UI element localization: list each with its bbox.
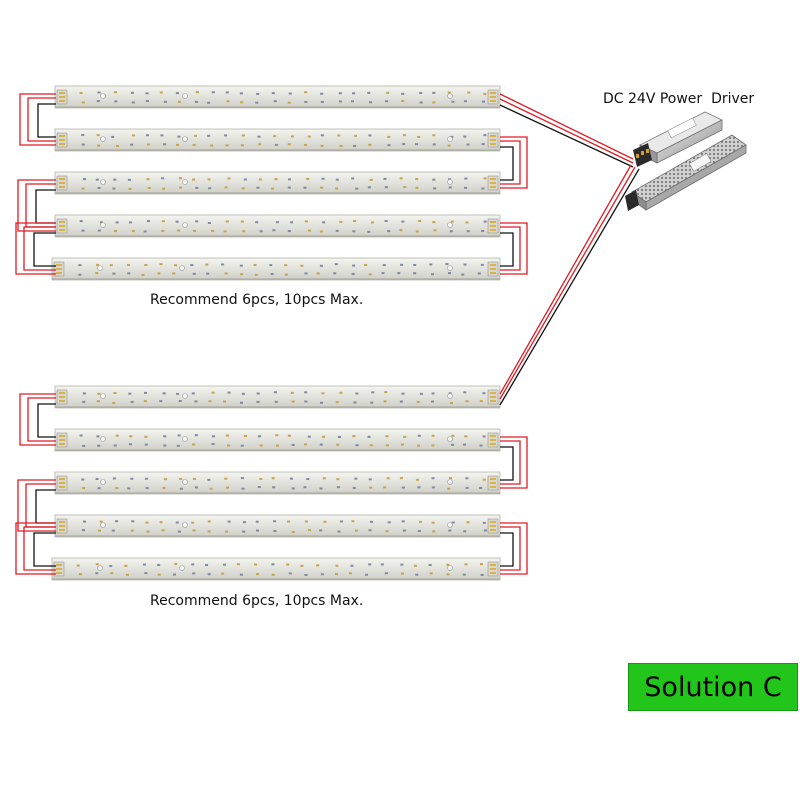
negative-wire — [33, 232, 56, 267]
positive-wire — [19, 93, 56, 146]
positive-wire — [500, 222, 528, 275]
positive-wire — [499, 164, 632, 395]
negative-wire — [499, 104, 634, 168]
positive-wire — [23, 526, 56, 571]
positive-wire — [500, 140, 521, 185]
led-strip — [54, 471, 501, 495]
positive-wire — [499, 98, 634, 164]
led-strip — [54, 214, 501, 238]
led-strip — [54, 85, 501, 109]
negative-wire — [35, 489, 56, 524]
led-strip — [51, 257, 501, 281]
positive-wire — [15, 222, 56, 275]
led-strip — [54, 428, 501, 452]
negative-wire — [33, 532, 56, 567]
positive-wire — [500, 436, 528, 489]
positive-wire — [499, 166, 636, 400]
positive-wire — [500, 136, 528, 189]
led-strip — [54, 385, 501, 409]
positive-wire — [19, 393, 56, 446]
led-strip — [54, 514, 501, 538]
negative-wire — [499, 168, 640, 406]
wiring-layer — [15, 93, 640, 575]
power-driver-unit-2 — [625, 134, 747, 211]
positive-wire — [500, 526, 521, 571]
solution-badge: Solution C — [628, 663, 798, 711]
led-strip — [51, 557, 501, 581]
positive-wire — [27, 397, 56, 442]
power-driver-label: DC 24V Power Driver — [603, 91, 755, 107]
negative-wire — [37, 103, 56, 138]
positive-wire — [500, 440, 521, 485]
positive-wire — [15, 522, 56, 575]
positive-wire — [17, 479, 56, 532]
group-1-caption: Recommend 6pcs, 10pcs Max. — [150, 292, 364, 308]
positive-wire — [17, 179, 56, 232]
negative-wire — [500, 532, 514, 567]
led-strip — [54, 171, 501, 195]
negative-wire — [500, 146, 514, 181]
positive-wire — [500, 522, 528, 575]
group-2-caption: Recommend 6pcs, 10pcs Max. — [150, 593, 364, 609]
positive-wire — [23, 226, 56, 271]
negative-wire — [37, 403, 56, 438]
positive-wire — [27, 97, 56, 142]
led-strip — [54, 128, 501, 152]
led-strips-layer — [51, 85, 501, 581]
positive-wire — [500, 226, 521, 271]
negative-wire — [500, 232, 514, 267]
solution-badge-label: Solution C — [644, 671, 782, 703]
negative-wire — [35, 189, 56, 224]
negative-wire — [500, 446, 514, 481]
positive-wire — [499, 93, 634, 160]
power-driver-unit-1 — [633, 111, 723, 167]
